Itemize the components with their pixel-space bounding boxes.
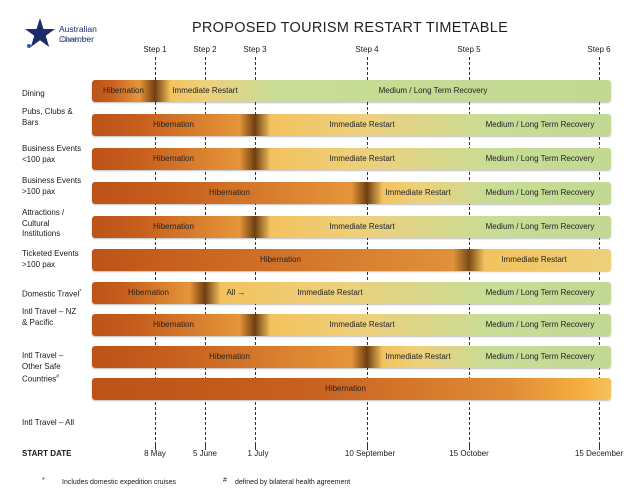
phase-immediate-label: Immediate Restart bbox=[329, 154, 395, 163]
timeline-bar-3: Hibernation Immediate Restart Medium / Lon… bbox=[92, 148, 611, 170]
row-label-line: Ticketed Events bbox=[22, 249, 79, 258]
phase-immediate-label: Immediate Restart bbox=[385, 352, 451, 361]
footnote-1: Includes domestic expedition cruises bbox=[62, 479, 177, 486]
phase-immediate-label: Immediate Restart bbox=[297, 288, 363, 297]
phase-hibernation-label: Hibernation bbox=[209, 352, 250, 361]
phase-hibernation-label: Hibernation bbox=[103, 86, 144, 95]
row-footnote-mark: * bbox=[79, 289, 82, 295]
phase-recovery-label: Medium / Long Term Recovery bbox=[485, 222, 595, 231]
row-label-line: Institutions bbox=[22, 229, 61, 238]
row-label-line: Attractions / bbox=[22, 208, 65, 217]
timeline-bar-5: Hibernation Immediate Restart Medium / Lon… bbox=[92, 216, 611, 238]
phase-immediate-label: Immediate Restart bbox=[329, 222, 395, 231]
org-name: Australian Chamber bbox=[59, 24, 97, 44]
row-label-line: >100 pax bbox=[22, 186, 56, 196]
step-label-5: Step 5 bbox=[457, 45, 481, 54]
date-tick bbox=[205, 442, 206, 448]
phase-recovery-label: Medium / Long Term Recovery bbox=[485, 288, 595, 297]
row-label-line: Intl Travel – All bbox=[22, 418, 75, 427]
timeline-bar-4: Hibernation Immediate Restart Medium / Lon… bbox=[92, 182, 611, 204]
timeline-bar-6: Hibernation Immediate Restart bbox=[92, 249, 611, 271]
footnote-mark-1: * bbox=[42, 477, 45, 484]
phase-immediate-label: Immediate Restart bbox=[501, 255, 567, 264]
phase-immediate-label: Immediate Restart bbox=[329, 320, 395, 329]
phase-immediate-label: Immediate Restart bbox=[329, 120, 395, 129]
row-label-1: Dining bbox=[22, 89, 92, 100]
date-tick bbox=[255, 442, 256, 448]
date-tick bbox=[469, 442, 470, 448]
phase-hibernation-label: Hibernation bbox=[209, 188, 250, 197]
star-logo-icon bbox=[25, 18, 55, 48]
timeline-bar-7: Hibernation All → Immediate Restart Medium … bbox=[92, 282, 611, 304]
phase-hibernation-label: Hibernation bbox=[153, 222, 194, 231]
row-label-7: Domestic Travel* bbox=[22, 287, 92, 300]
row-label-line: Cultural bbox=[22, 218, 50, 228]
phase-hibernation-label: Hibernation bbox=[128, 288, 169, 297]
row-label-line: Dining bbox=[22, 89, 45, 98]
logo: Australian Chamber tourism bbox=[22, 16, 132, 56]
row-label-line: >100 pax bbox=[22, 259, 56, 269]
row-label-8: Intl Travel – NZ& Pacific bbox=[22, 307, 92, 328]
timeline-bar-9: Hibernation Immediate Restart Medium / Lon… bbox=[92, 346, 611, 368]
phase-hibernation-label: Hibernation bbox=[153, 320, 194, 329]
row-label-10: Intl Travel – All bbox=[22, 418, 92, 429]
start-date-6: 15 December bbox=[574, 449, 624, 458]
footnote-mark-2: # bbox=[223, 477, 227, 484]
timeline-bar-10: Hibernation bbox=[92, 378, 611, 400]
row-label-line: Domestic Travel bbox=[22, 289, 80, 299]
phase-hibernation-label: Hibernation bbox=[153, 120, 194, 129]
start-date-1: 8 May bbox=[144, 449, 166, 458]
footnote-2: defined by bilateral health agreement bbox=[235, 479, 351, 486]
row-label-line: Bars bbox=[22, 117, 39, 127]
start-date-label: START DATE bbox=[22, 449, 72, 458]
start-date-2: 5 June bbox=[192, 449, 218, 458]
step-label-2: Step 2 bbox=[193, 45, 217, 54]
row-label-line: Pubs, Clubs & bbox=[22, 107, 73, 116]
phase-all-label: All → bbox=[226, 288, 246, 297]
start-date-5: 15 October bbox=[449, 449, 489, 458]
row-label-line: Intl Travel – bbox=[22, 351, 64, 360]
phase-recovery-label: Medium / Long Term Recovery bbox=[485, 320, 595, 329]
phase-immediate-label: Immediate Restart bbox=[385, 188, 451, 197]
phase-recovery-label: Medium / Long Term Recovery bbox=[485, 352, 595, 361]
step-label-6: Step 6 bbox=[587, 45, 611, 54]
row-label-line: Intl Travel – NZ bbox=[22, 307, 77, 316]
phase-recovery-label: Medium / Long Term Recovery bbox=[485, 188, 595, 197]
date-tick bbox=[599, 442, 600, 448]
phase-recovery-label: Medium / Long Term Recovery bbox=[485, 120, 595, 129]
phase-recovery-label: Medium / Long Term Recovery bbox=[485, 154, 595, 163]
page-title: PROPOSED TOURISM RESTART TIMETABLE bbox=[191, 20, 509, 36]
date-tick bbox=[367, 442, 368, 448]
start-date-4: 10 September bbox=[344, 449, 396, 458]
row-label-6: Ticketed Events>100 pax bbox=[22, 249, 92, 270]
row-label-line: Countries bbox=[22, 374, 57, 384]
step-label-3: Step 3 bbox=[243, 45, 267, 54]
row-label-line: & Pacific bbox=[22, 317, 54, 327]
phase-hibernation-label: Hibernation bbox=[260, 255, 301, 264]
row-label-2: Pubs, Clubs &Bars bbox=[22, 107, 92, 128]
row-footnote-mark: # bbox=[56, 374, 60, 380]
row-label-line: Business Events bbox=[22, 144, 82, 153]
row-label-line: Business Events bbox=[22, 176, 82, 185]
phase-immediate-label: Immediate Restart bbox=[172, 86, 238, 95]
phase-hibernation-label: Hibernation bbox=[325, 384, 366, 393]
step-label-4: Step 4 bbox=[355, 45, 379, 54]
phase-hibernation-label: Hibernation bbox=[153, 154, 194, 163]
step-label-1: Step 1 bbox=[143, 45, 167, 54]
row-label-line: Other Safe bbox=[22, 361, 61, 371]
row-label-4: Business Events>100 pax bbox=[22, 176, 92, 197]
date-tick bbox=[155, 442, 156, 448]
phase-recovery-label: Medium / Long Term Recovery bbox=[378, 86, 488, 95]
timeline-bar-2: Hibernation Immediate Restart Medium / Lon… bbox=[92, 114, 611, 136]
row-label-line: <100 pax bbox=[22, 154, 56, 164]
org-subtitle: tourism bbox=[59, 34, 87, 44]
timeline-bar-8: Hibernation Immediate Restart Medium / Lon… bbox=[92, 314, 611, 336]
start-date-3: 1 July bbox=[247, 449, 269, 458]
timeline-bar-1: Hibernation Immediate Restart Medium / Lon… bbox=[92, 80, 611, 102]
row-label-3: Business Events<100 pax bbox=[22, 144, 92, 165]
